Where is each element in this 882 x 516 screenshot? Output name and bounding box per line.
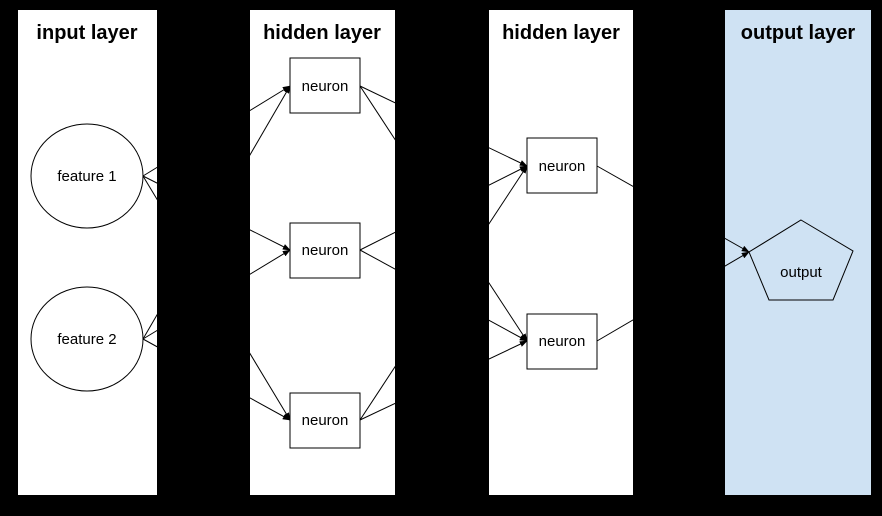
edges bbox=[142, 85, 750, 421]
edge-neuron1-neuron4 bbox=[359, 85, 528, 167]
node-neuron-4 bbox=[526, 137, 598, 194]
node-neuron-2-label: neuron bbox=[302, 242, 349, 259]
node-feature-1 bbox=[30, 123, 144, 229]
node-neuron-5-label: neuron bbox=[539, 333, 586, 350]
title-input-layer: input layer bbox=[36, 22, 137, 44]
title-output-layer: output layer bbox=[741, 22, 856, 44]
node-neuron-1 bbox=[289, 57, 361, 114]
node-neuron-1-label: neuron bbox=[302, 78, 349, 95]
node-neuron-5 bbox=[526, 313, 598, 370]
layer-titles: input layer hidden layer hidden layer ou… bbox=[36, 22, 855, 44]
node-output-label: output bbox=[780, 264, 823, 281]
edge-feature2-neuron3 bbox=[142, 338, 291, 421]
node-feature-2 bbox=[30, 286, 144, 392]
node-neuron-4-label: neuron bbox=[539, 158, 586, 175]
edge-feature1-neuron3 bbox=[142, 175, 291, 421]
panel-output-layer bbox=[725, 10, 871, 495]
edge-neuron3-neuron4 bbox=[359, 165, 528, 421]
node-feature-1-label: feature 1 bbox=[57, 168, 116, 185]
edge-neuron2-neuron4 bbox=[359, 165, 528, 251]
node-output bbox=[748, 219, 854, 301]
node-feature-2-label: feature 2 bbox=[57, 331, 116, 348]
node-neuron-3-label: neuron bbox=[302, 412, 349, 429]
nodes: feature 1 feature 2 neuron neuron neuron… bbox=[30, 57, 854, 449]
title-hidden-layer-1: hidden layer bbox=[263, 22, 381, 44]
node-neuron-2 bbox=[289, 222, 361, 279]
edge-neuron2-neuron5 bbox=[359, 249, 528, 342]
panel-input-layer bbox=[18, 10, 157, 495]
edge-feature1-neuron1 bbox=[142, 85, 291, 177]
title-hidden-layer-2: hidden layer bbox=[502, 22, 620, 44]
node-neuron-3 bbox=[289, 392, 361, 449]
edge-feature2-neuron1 bbox=[142, 85, 291, 340]
edge-neuron4-output bbox=[596, 165, 750, 253]
edge-neuron3-neuron5 bbox=[359, 340, 528, 421]
edge-neuron5-output bbox=[596, 251, 750, 342]
edge-feature2-neuron2 bbox=[142, 249, 291, 340]
panel-hidden-layer-2 bbox=[489, 10, 633, 495]
edge-neuron1-neuron5 bbox=[359, 85, 528, 342]
